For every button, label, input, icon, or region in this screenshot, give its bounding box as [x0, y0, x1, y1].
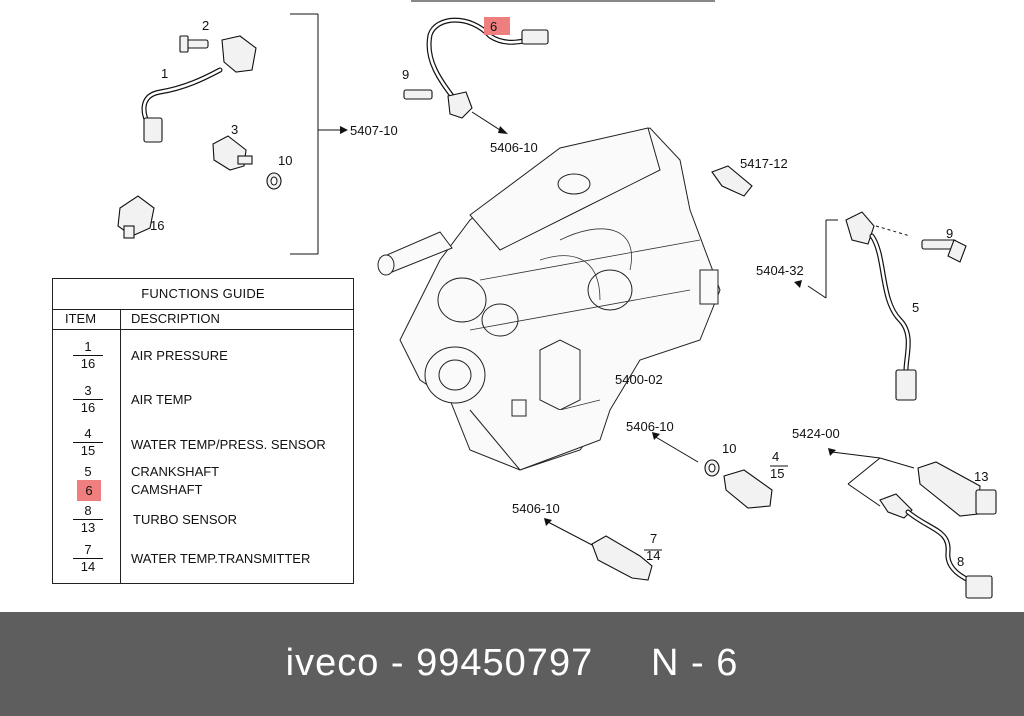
air-sensor-group — [117, 13, 348, 255]
sensor-16-icon — [117, 195, 155, 237]
ref-5406-10-mid: 5406-10 — [626, 419, 674, 434]
engine-block-illustration — [377, 127, 721, 471]
functions-guide-table: FUNCTIONS GUIDE ITEM DESCRIPTION 1 16 AI… — [52, 278, 354, 584]
guide-desc-air-temp: AIR TEMP — [131, 392, 193, 407]
callout-10-lower: 10 — [722, 441, 736, 456]
guide-item-8-13: 8 13 — [73, 503, 103, 536]
callout-13: 13 — [974, 469, 988, 484]
guide-item-6-highlighted: 6 — [77, 480, 101, 501]
col-item-header: ITEM — [65, 311, 97, 326]
crankshaft-sensor-icon — [845, 211, 875, 245]
guide-header-row: ITEM DESCRIPTION — [53, 309, 353, 330]
guide-desc-camshaft: CAMSHAFT — [131, 482, 203, 497]
guide-item-1-16: 1 16 — [73, 339, 103, 372]
water-transmitter-group — [544, 518, 662, 581]
callout-7-num: 7 — [650, 531, 657, 546]
connector-icon — [143, 117, 163, 143]
ref-5424-00: 5424-00 — [792, 426, 840, 441]
camshaft-sensor-icon — [447, 91, 473, 119]
guide-desc-crankshaft: CRANKSHAFT — [131, 464, 220, 479]
ref-5417-12: 5417-12 — [740, 156, 788, 171]
callout-10-upper: 10 — [278, 153, 292, 168]
column-divider — [120, 309, 121, 583]
col-description-header: DESCRIPTION — [131, 311, 220, 326]
exploded-sensor-diagram: 2 1 3 10 16 5407-10 6 9 5406-10 — [117, 0, 997, 599]
guide-desc-turbo-sensor: TURBO SENSOR — [133, 512, 238, 527]
callout-6: 6 — [490, 19, 497, 34]
ref-5407-10: 5407-10 — [350, 123, 398, 138]
water-temp-sensor-group — [652, 432, 788, 509]
guide-desc-water-temp-press: WATER TEMP/PRESS. SENSOR — [131, 437, 326, 452]
guide-item-7-14: 7 14 — [73, 542, 103, 575]
camshaft-sensor-group — [403, 17, 549, 134]
sensor-5417-group — [711, 165, 753, 197]
callout-3: 3 — [231, 122, 238, 137]
guide-item-5: 5 — [84, 464, 92, 479]
water-sensor-icon — [723, 469, 773, 509]
part-number-caption: iveco - 99450797 N - 6 — [285, 642, 739, 684]
callout-6-highlight — [484, 17, 510, 35]
ref-5406-10-low: 5406-10 — [512, 501, 560, 516]
turbo-sensor-13-icon — [917, 461, 981, 517]
callout-2: 2 — [202, 18, 209, 33]
guide-desc-water-transmitter: WATER TEMP.TRANSMITTER — [131, 551, 311, 566]
guide-desc-air-pressure: AIR PRESSURE — [131, 348, 228, 363]
guide-title: FUNCTIONS GUIDE — [53, 279, 353, 310]
turbo-sensor-group — [828, 448, 997, 599]
pressure-sensor-icon — [221, 35, 257, 73]
callout-9-right: 9 — [946, 226, 953, 241]
callout-1: 1 — [161, 66, 168, 81]
guide-item-4-15: 4 15 — [73, 426, 103, 459]
callout-16: 16 — [150, 218, 164, 233]
callout-9-upper: 9 — [402, 67, 409, 82]
guide-item-3-16: 3 16 — [73, 383, 103, 416]
callout-8: 8 — [957, 554, 964, 569]
crankshaft-connector-icon — [895, 369, 917, 401]
ref-5400-02: 5400-02 — [615, 372, 663, 387]
water-transmitter-icon — [591, 535, 653, 581]
ref-5404-32: 5404-32 — [756, 263, 804, 278]
bolt-9-icon — [403, 89, 433, 100]
crankshaft-sensor-group — [794, 211, 967, 401]
ref-5406-10-top: 5406-10 — [490, 140, 538, 155]
footer-bar: iveco - 99450797 N - 6 — [0, 612, 1024, 716]
turbo-connector-icon — [965, 575, 993, 599]
temp-sensor-icon — [212, 135, 247, 171]
callout-4-num: 4 — [772, 449, 779, 464]
callout-7-den: 14 — [646, 548, 660, 563]
camshaft-connector-icon — [521, 29, 549, 45]
callout-4-den: 15 — [770, 466, 784, 481]
sensor-5417-icon — [711, 165, 753, 197]
callout-5: 5 — [912, 300, 919, 315]
